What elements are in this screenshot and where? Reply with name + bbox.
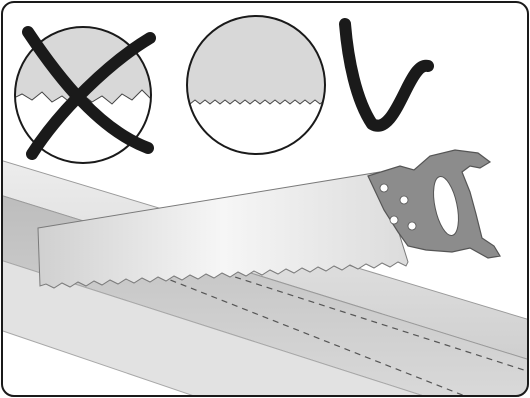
circle-frame-wrong <box>14 26 152 164</box>
panel-correct <box>339 18 434 132</box>
panel-fine-teeth <box>186 15 326 155</box>
handle-screw-4 <box>407 221 417 231</box>
panel-wrong-teeth <box>14 26 156 164</box>
handle-screw-1 <box>379 183 389 193</box>
handle-screw-3 <box>389 215 399 225</box>
hand-saw <box>37 149 501 289</box>
cut-line-lower <box>149 271 471 396</box>
circle-frame-fine <box>186 15 326 155</box>
fine-blade-section <box>187 16 325 106</box>
handle-grip-hole <box>433 176 459 236</box>
handle-screw-2 <box>399 195 409 205</box>
board-lower-face <box>2 259 431 396</box>
saw-blade <box>37 171 409 289</box>
check-mark-icon <box>339 18 434 132</box>
cross-mark-stroke-2 <box>26 32 156 160</box>
